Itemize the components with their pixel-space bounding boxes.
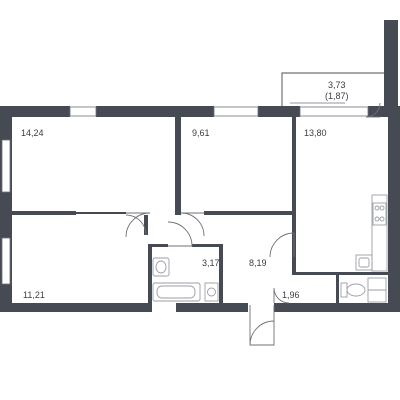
wall-room1-bottom-b (76, 212, 126, 214)
wall-bath-left (219, 244, 223, 303)
washbasin (152, 257, 170, 277)
burner-3 (374, 216, 380, 222)
doors (125, 102, 381, 346)
washing-machine-drum (207, 287, 216, 297)
wall-room1-room2 (175, 117, 181, 215)
door-room2 (180, 212, 205, 237)
exterior-walls (0, 20, 400, 312)
window-room-3 (1, 237, 11, 285)
kitchen-sink-bowl (358, 257, 370, 268)
windows (1, 106, 369, 285)
wall-right-corner (384, 20, 398, 106)
door-room3 (125, 214, 147, 236)
toilet-tank (340, 282, 348, 298)
wall-room2-bottom (204, 211, 292, 215)
balcony-area: 3,73 (328, 80, 346, 90)
bathroom-fixtures (152, 257, 219, 302)
room-labels: 14,24 9,61 13,80 3,73 (1,87) 11,21 3,17 … (21, 80, 349, 300)
door-bathroom (167, 221, 193, 247)
wall-bottom-mid (176, 303, 248, 312)
wall-room1-bottom (12, 211, 76, 215)
burner-4 (379, 216, 385, 222)
window-top-1 (69, 106, 97, 117)
wc-fixtures (340, 277, 387, 303)
wall-room3-right (144, 215, 148, 235)
wall-bath-top-b (192, 244, 222, 247)
window-top-3 (299, 106, 369, 117)
wall-kitchen-bottom (296, 272, 388, 275)
burner-2 (379, 205, 385, 211)
room-1-area: 14,24 (21, 128, 44, 138)
washbasin-bowl (155, 260, 167, 274)
wall-right (388, 106, 400, 312)
burner-1 (374, 205, 380, 211)
door-room1 (125, 212, 151, 238)
room-2-area: 9,61 (192, 128, 210, 138)
stove (372, 202, 387, 226)
wall-room2-kitchen (292, 117, 296, 215)
kitchen-counter (371, 194, 388, 272)
bathtub (152, 282, 201, 302)
washing-machine (204, 282, 219, 302)
kitchen-area: 13,80 (304, 128, 327, 138)
hallway-area: 8,19 (249, 258, 267, 268)
wall-bottom-right (274, 303, 400, 312)
door-kitchen (269, 232, 295, 258)
bathtub-inner (156, 285, 196, 299)
wall-top-mid (96, 106, 214, 117)
window-top-2 (213, 106, 259, 117)
balcony-area-reduced: (1,87) (325, 91, 349, 101)
kitchen-fixtures (355, 194, 388, 272)
kitchen-sink (355, 254, 373, 271)
wall-top-left (0, 106, 70, 117)
wall-wc-left (336, 275, 339, 303)
wall-bottom-left (0, 303, 152, 312)
interior-walls (12, 117, 388, 303)
wall-top-right-a (258, 106, 300, 117)
bathroom-area: 3,17 (202, 258, 220, 268)
room-3-area: 11,21 (23, 290, 45, 300)
wall-top-right-b (368, 106, 400, 117)
toilet-bowl (346, 283, 366, 297)
window-room-1 (1, 139, 11, 193)
door-entrance (249, 305, 275, 346)
wall-bath-right (148, 244, 152, 303)
wc-area: 1,96 (282, 290, 300, 300)
wall-bath-top-a (148, 244, 168, 247)
door-wc (273, 287, 290, 304)
